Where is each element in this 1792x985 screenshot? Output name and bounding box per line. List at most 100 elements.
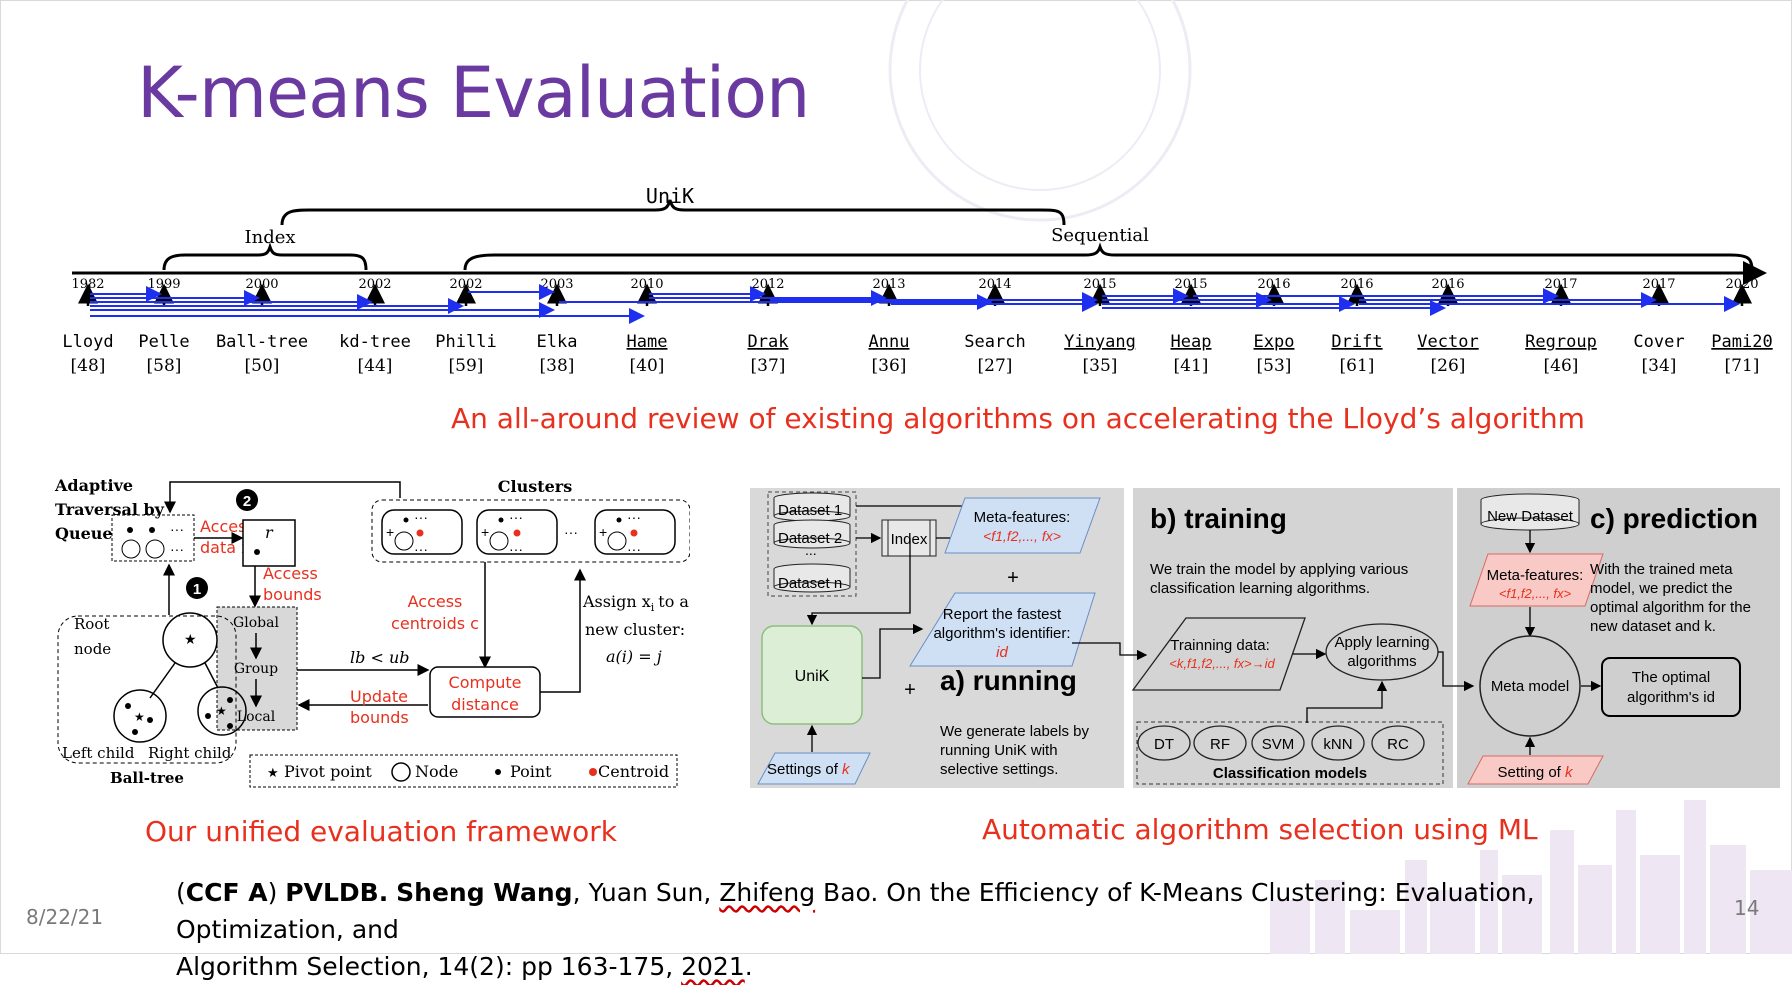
index-box: Index [891, 531, 928, 548]
timeline-reference: [41] [1174, 356, 1209, 376]
caption-selection: Automatic algorithm selection using ML [982, 813, 1538, 846]
root-node-line1: Root [74, 615, 109, 633]
prediction-desc-1: With the trained meta [1590, 561, 1733, 578]
settings-of-label: Settings of [767, 761, 842, 778]
training-title: b) training [1150, 503, 1287, 534]
algorithm-selection-diagram: Dataset 1 Dataset 2 ... Dataset n Index … [750, 488, 1780, 788]
legend-centroid: Centroid [598, 762, 669, 781]
slide-date: 8/22/21 [26, 905, 104, 929]
watermark-seal [888, 0, 1192, 222]
dataset-dots: ... [805, 542, 817, 558]
timeline-algorithm: Philli [435, 332, 496, 352]
timeline-algorithm: Heap [1171, 332, 1212, 352]
report-fastest-line1: Report the fastest [943, 606, 1062, 623]
step-1: 1 [193, 581, 201, 598]
citation-title: Bao. On the Efficiency of K-Means Cluste… [176, 878, 1535, 944]
svg-text:+: + [599, 524, 607, 540]
access-data-line1: Access [200, 517, 255, 536]
timeline-reference: [71] [1725, 356, 1760, 376]
timeline-reference: [58] [147, 356, 182, 376]
dataset-n: Dataset n [778, 575, 842, 592]
pred-meta-values: <f1,f2,..., fx> [1499, 586, 1572, 601]
algorithm-timeline: UniK Index Sequential 1982Lloyd[48]1999P… [62, 184, 1772, 376]
model-label: SVM [1262, 736, 1295, 753]
timeline-algorithm: Ball-tree [216, 332, 308, 352]
timeline-algorithm: Search [964, 332, 1025, 352]
access-data-line2: data x [200, 538, 251, 557]
svg-text:···: ··· [414, 509, 428, 525]
index-brace [162, 242, 368, 271]
ball-tree-label: Ball-tree [110, 769, 184, 787]
classification-models-label: Classification models [1213, 765, 1367, 782]
assign-line2: new cluster: [585, 620, 685, 639]
svg-text:+: + [386, 524, 394, 540]
meta-features-values: <f1,f2,..., fx> [983, 528, 1061, 544]
level-global: Global [233, 615, 279, 631]
timeline-reference: [37] [751, 356, 786, 376]
citation-ccf: CCF A [185, 878, 268, 907]
adaptive-title-line3: Queue [55, 524, 113, 543]
timeline-reference: [35] [1083, 356, 1118, 376]
legend-point: Point [510, 762, 552, 781]
right-child-label: Right child [148, 744, 232, 762]
timeline-algorithm: Yinyang [1064, 332, 1136, 352]
training-data-values: <k,f1,f2,..., fx>→id [1169, 656, 1275, 671]
watermark-skyline [1270, 800, 1792, 954]
timeline-reference: [53] [1257, 356, 1292, 376]
citation-authors: , Yuan Sun, [572, 878, 720, 907]
model-circle [1251, 725, 1305, 761]
svg-text:···: ··· [414, 541, 428, 557]
report-id: id [996, 644, 1008, 661]
plus-sign-1: + [1007, 567, 1019, 589]
citation-line-1: (CCF A) PVLDB. Sheng Wang, Yuan Sun, Zhi… [176, 874, 1696, 948]
running-title: a) running [940, 665, 1077, 696]
svg-text:★: ★ [184, 631, 197, 647]
optimal-line2: algorithm's id [1627, 689, 1715, 706]
timeline-reference: [48] [71, 356, 106, 376]
timeline-reference: [34] [1642, 356, 1677, 376]
apply-learning-line2: algorithms [1347, 653, 1416, 670]
unik-brace [280, 199, 1066, 226]
left-child-label: Left child [62, 744, 135, 762]
timeline-algorithm: Pami20 [1711, 332, 1772, 352]
root-node-line2: node [74, 640, 111, 658]
model-circle [1193, 725, 1247, 761]
timeline-reference: [40] [630, 356, 665, 376]
framework-legend: ★ Pivot point Node Point Centroid [267, 762, 669, 782]
sequential-label: Sequential [1051, 225, 1149, 246]
model-circle [1137, 725, 1191, 761]
timeline-reference: [38] [540, 356, 575, 376]
svg-text:★: ★ [216, 704, 227, 718]
report-fastest-line2: algorithm's identifier: [933, 625, 1070, 642]
svg-text:···: ··· [627, 509, 641, 525]
model-label: kNN [1323, 736, 1352, 753]
citation-period: . [744, 952, 753, 981]
training-desc-1: We train the model by applying various [1150, 561, 1408, 578]
citation-venue: PVLDB. [285, 878, 389, 907]
timeline-algorithm: Lloyd [62, 332, 113, 352]
clusters-title: Clusters [498, 477, 572, 496]
step-2: 2 [243, 493, 251, 510]
training-desc-2: classification learning algorithms. [1150, 580, 1370, 597]
citation-paren-close: ) [267, 878, 286, 907]
evaluation-framework-diagram: Adaptive Traversal by Queue ··· ··· 1 2 … [54, 476, 690, 788]
prediction-desc-2: model, we predict the [1590, 580, 1733, 597]
cluster-icons: +······ +······ ··· +······ [381, 509, 676, 557]
citation-author-3: Zhifeng [719, 878, 816, 907]
timeline-reference: [44] [358, 356, 393, 376]
r-label: r [265, 523, 274, 542]
prediction-title: c) prediction [1590, 503, 1758, 534]
svg-text:★: ★ [267, 766, 279, 781]
svg-text:+: + [481, 524, 489, 540]
assign-line3: a(i) = j [606, 647, 662, 666]
timeline-reference: [46] [1544, 356, 1579, 376]
citation-year: 2021 [681, 952, 745, 981]
model-label: DT [1154, 736, 1174, 753]
settings-k: k [842, 761, 851, 778]
legend-node: Node [415, 762, 458, 781]
citation: (CCF A) PVLDB. Sheng Wang, Yuan Sun, Zhi… [176, 874, 1696, 985]
plus-sign-2: + [904, 679, 916, 701]
timeline-algorithm: Elka [537, 332, 578, 352]
caption-framework: Our unified evaluation framework [145, 815, 617, 848]
